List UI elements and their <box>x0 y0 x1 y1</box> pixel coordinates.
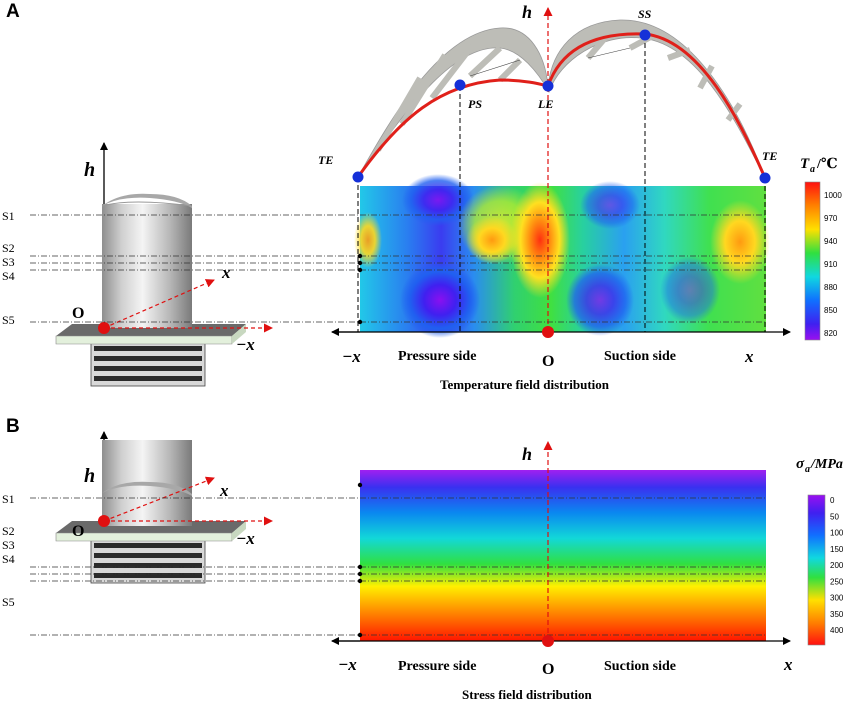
x-axis-label-b: x <box>219 481 229 500</box>
section-label-s5: S5 <box>2 313 15 327</box>
pressure-side-curve <box>356 78 549 178</box>
colorbar-tick-label: 850 <box>824 306 838 315</box>
section-label-s2: S2 <box>2 241 15 255</box>
colorbar-a-title-sub: a <box>810 164 815 175</box>
root-groove <box>94 376 202 381</box>
origin-label-b: O <box>72 523 84 540</box>
colorbar-tick-label: 970 <box>824 214 838 223</box>
section-lines-a <box>30 214 766 323</box>
colorbar-temperature: T a /℃ 1000 970 940 910 880 850 820 <box>800 156 842 341</box>
panel-b-letter: B <box>6 416 20 437</box>
root-groove <box>94 356 202 361</box>
section-label-b-s2: S2 <box>2 524 15 538</box>
origin-marker <box>98 322 110 334</box>
h-axis-label-b: h <box>84 465 95 487</box>
h-axis-label: h <box>84 159 95 181</box>
colorbar-tick-label: 910 <box>824 260 838 269</box>
section-dots-a <box>357 253 363 325</box>
x-axis-label: x <box>221 263 231 282</box>
panel-a-letter: A <box>6 1 20 22</box>
stress-field <box>360 470 766 641</box>
root-groove <box>94 346 202 351</box>
blade-tip <box>102 193 192 208</box>
pressure-side-label-a: Pressure side <box>398 349 476 364</box>
suction-side-label-b: Suction side <box>604 659 676 674</box>
blade-schematic-b: h O x −x <box>55 431 273 584</box>
section-label-b-s5: S5 <box>2 595 15 609</box>
bottom-x-b: x <box>783 655 793 674</box>
platform-edge <box>232 324 246 344</box>
root-groove <box>94 366 202 371</box>
suction-side-curve <box>546 32 767 179</box>
section-label-b-s3: S3 <box>2 538 15 552</box>
bottom-x-a: x <box>744 347 754 366</box>
pressure-side-label-b: Pressure side <box>398 659 476 674</box>
panel-b: B h O x −x S1 S2 S3 S4 S5 <box>2 416 844 702</box>
colorbar-tick-label: 150 <box>830 545 844 554</box>
ps-label: PS <box>468 97 482 111</box>
blade-schematic-a: h O x −x <box>55 142 273 387</box>
ps-marker <box>454 79 466 91</box>
origin-bottom-marker-b <box>542 635 554 647</box>
colorbar-tick-label: 350 <box>830 610 844 619</box>
te-left-label: TE <box>318 153 333 167</box>
ss-label: SS <box>638 7 652 21</box>
airfoil-cross-section <box>356 19 767 179</box>
colorbar-tick-label: 820 <box>824 329 838 338</box>
origin-label: O <box>72 305 84 322</box>
colorbar-tick-label: 100 <box>830 529 844 538</box>
section-lines-b <box>30 497 766 636</box>
origin-bottom-label-a: O <box>542 353 554 370</box>
caption-a: Temperature field distribution <box>440 377 610 392</box>
colorbar-stress: σ a /MPa 0 50 100 150 200 250 300 350 400 <box>796 456 844 646</box>
colorbar-b-gradient <box>807 494 826 646</box>
colorbar-a-title-unit: /℃ <box>816 157 838 172</box>
section-label-s4: S4 <box>2 269 15 283</box>
te-left-marker <box>352 171 364 183</box>
te-right-marker <box>759 172 771 184</box>
colorbar-tick-label: 1000 <box>824 191 842 200</box>
caption-b: Stress field distribution <box>462 687 593 702</box>
colorbar-tick-label: 0 <box>830 496 835 505</box>
colorbar-b-title-unit: /MPa <box>810 457 843 472</box>
colorbar-tick-label: 880 <box>824 283 838 292</box>
bottom-neg-x-b: −x <box>338 655 357 674</box>
colorbar-tick-label: 200 <box>830 561 844 570</box>
blade-body <box>102 204 192 328</box>
neg-x-axis-label: −x <box>236 335 255 354</box>
colorbar-a-title-symbol: T <box>800 156 810 172</box>
origin-marker-b <box>98 515 110 527</box>
top-h-label: h <box>522 2 532 22</box>
origin-bottom-marker-a <box>542 326 554 338</box>
neg-x-axis-label-b: −x <box>236 529 255 548</box>
colorbar-tick-label: 50 <box>830 512 839 521</box>
section-dots-b <box>357 482 363 638</box>
colorbar-tick-label: 400 <box>830 626 844 635</box>
section-label-b-s1: S1 <box>2 492 15 506</box>
x-axis-arrow <box>103 279 215 329</box>
section-label-b-s4: S4 <box>2 552 15 566</box>
colorbar-a-gradient <box>804 181 821 341</box>
section-label-s3: S3 <box>2 255 15 269</box>
colorbar-b-title-sub: a <box>805 464 810 475</box>
platform-side <box>55 335 233 345</box>
colorbar-b-title-symbol: σ <box>796 456 805 472</box>
colorbar-tick-label: 250 <box>830 577 844 586</box>
panel-a: A h O x −x S1 <box>2 1 842 392</box>
origin-bottom-label-b: O <box>542 661 554 678</box>
top-h-label-b: h <box>522 444 532 464</box>
colorbar-tick-label: 940 <box>824 237 838 246</box>
bottom-neg-x-a: −x <box>342 347 361 366</box>
suction-side-label-a: Suction side <box>604 349 676 364</box>
le-marker <box>542 80 554 92</box>
le-label: LE <box>537 97 553 111</box>
section-label-s1: S1 <box>2 209 15 223</box>
te-right-label: TE <box>762 149 777 163</box>
colorbar-tick-label: 300 <box>830 594 844 603</box>
ss-marker <box>639 29 651 41</box>
